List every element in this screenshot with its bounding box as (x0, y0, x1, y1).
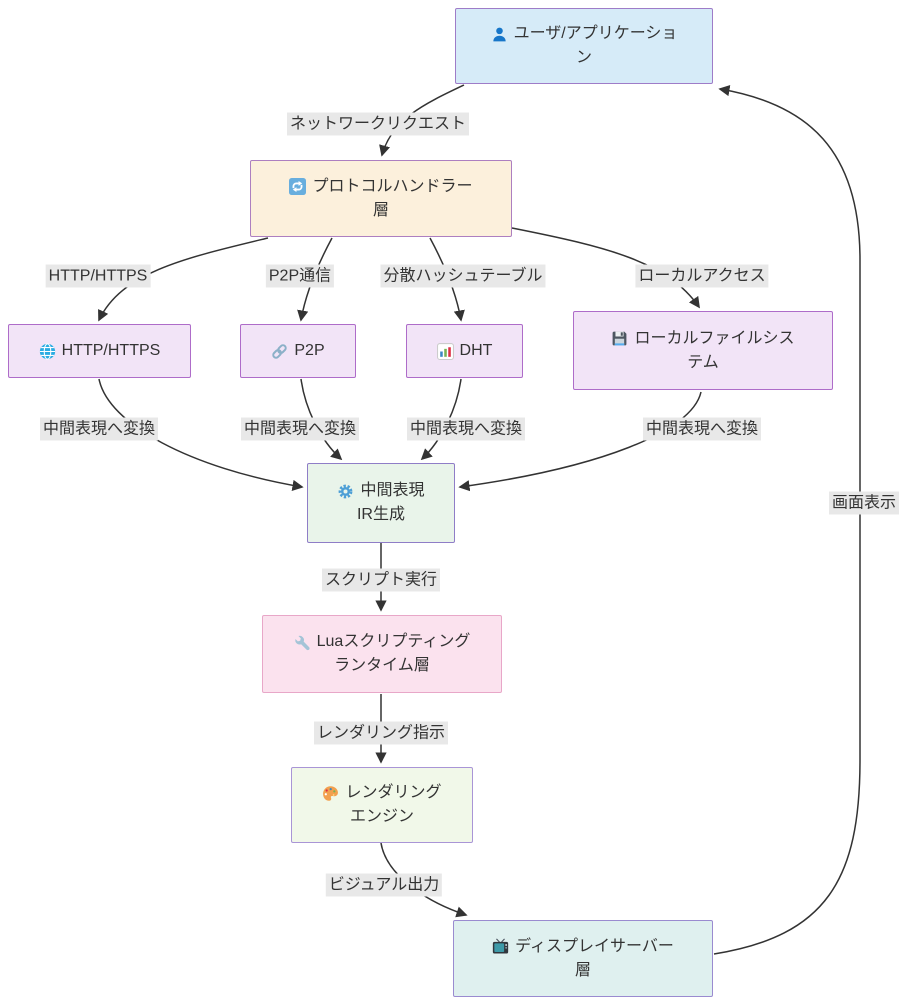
node-protocol-text: プロトコルハンドラー (312, 177, 473, 195)
node-render-text: レンダリング (345, 784, 442, 801)
floppy-icon (611, 330, 628, 347)
edge-protocol-http (98, 237, 269, 322)
edge-label-dht: 分散ハッシュテーブル (380, 264, 546, 288)
tv-icon (492, 938, 509, 955)
node-dht-line1: DHT (436, 339, 493, 363)
node-render-line2: エンジン (349, 808, 414, 825)
node-user-text: ユーザ/アプリケーショ (513, 25, 678, 42)
edge-label-visual-output: ビジュアル出力 (325, 873, 443, 897)
node-ir: 中間表現 IR生成 (307, 463, 455, 543)
link-icon (271, 343, 288, 360)
palette-icon (322, 785, 339, 802)
node-http-line1: HTTP/HTTPS (39, 339, 161, 363)
node-protocol-line1: プロトコルハンドラー (289, 175, 473, 199)
node-display-text: ディスプレイサーバー (515, 937, 674, 955)
node-http-text: HTTP/HTTPS (61, 342, 161, 359)
node-ir-line1: 中間表現 (337, 479, 425, 503)
edge-label-network-request: ネットワークリクエスト (286, 112, 470, 136)
node-p2p-text: P2P (294, 342, 325, 359)
edge-label-to-ir-4: 中間表現へ変換 (642, 417, 762, 441)
edge-localfs-ir (458, 391, 702, 492)
node-user: ユーザ/アプリケーショ ン (455, 8, 713, 84)
node-localfs: ローカルファイルシス テム (573, 311, 833, 390)
node-dht-text: DHT (459, 342, 493, 359)
edge-http-ir (98, 378, 304, 491)
edge-label-to-ir-3: 中間表現へ変換 (406, 417, 526, 441)
node-protocol: プロトコルハンドラー 層 (250, 160, 512, 237)
node-protocol-line2: 層 (372, 201, 389, 219)
edge-label-to-ir-2: 中間表現へ変換 (240, 417, 360, 441)
edge-label-http-https: HTTP/HTTPS (45, 264, 151, 288)
wrench-icon (294, 634, 311, 651)
node-ir-line2: IR生成 (356, 506, 405, 523)
chart-icon (436, 342, 454, 360)
edge-label-local-access: ローカルアクセス (635, 264, 769, 288)
edge-label-render-instr: レンダリング指示 (313, 721, 449, 745)
node-http: HTTP/HTTPS (8, 324, 191, 378)
node-display-line1: ディスプレイサーバー (492, 935, 674, 959)
node-ir-text: 中間表現 (360, 482, 425, 499)
node-render: レンダリング エンジン (291, 767, 473, 843)
node-lua-line1: Luaスクリプティング (294, 630, 471, 654)
node-lua-line2: ランタイム層 (334, 657, 430, 674)
sync-icon (289, 178, 307, 195)
user-icon (491, 26, 508, 43)
gear-icon (337, 483, 354, 500)
node-p2p-line1: P2P (271, 339, 325, 363)
edge-protocol-localfs (511, 227, 700, 309)
edge-label-screen-display: 画面表示 (828, 491, 900, 515)
node-display: ディスプレイサーバー 層 (453, 920, 713, 997)
edge-label-script-exec: スクリプト実行 (321, 568, 441, 592)
node-user-line2: ン (575, 49, 592, 66)
node-display-line2: 層 (574, 961, 591, 979)
node-lua-text: Luaスクリプティング (316, 633, 471, 650)
node-localfs-text: ローカルファイルシス (634, 329, 795, 347)
edge-label-p2p-comm: P2P通信 (265, 264, 335, 288)
globe-icon (39, 342, 56, 360)
node-localfs-line2: テム (687, 353, 719, 371)
node-user-line1: ユーザ/アプリケーショ (491, 22, 678, 46)
node-p2p: P2P (240, 324, 356, 378)
node-dht: DHT (406, 324, 523, 378)
node-localfs-line1: ローカルファイルシス (611, 327, 795, 351)
edge-display-user (713, 85, 861, 955)
edge-label-to-ir-1: 中間表現へ変換 (39, 417, 159, 441)
node-render-line1: レンダリング (322, 781, 442, 805)
node-lua: Luaスクリプティング ランタイム層 (262, 615, 502, 693)
